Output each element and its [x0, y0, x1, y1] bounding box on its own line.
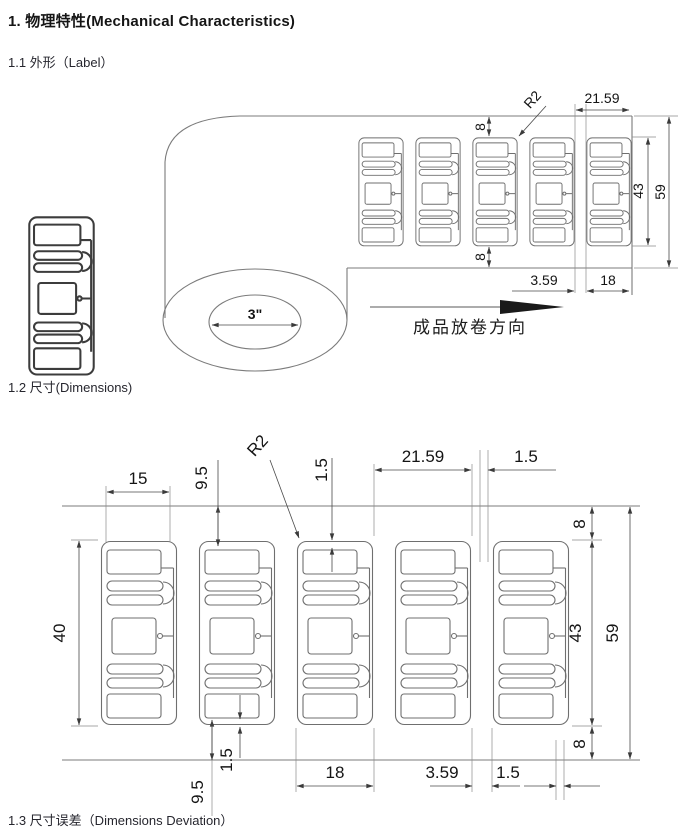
roll-label-5 — [586, 137, 632, 247]
core-diameter-dim: 3" — [211, 306, 299, 328]
dim-corner-radius-2: R2 — [243, 431, 272, 460]
single-inlay-icon — [28, 216, 95, 376]
core-diameter-text: 3" — [248, 306, 262, 322]
roll-dimensions: 8 8 R2 21.59 43 59 3.59 18 — [472, 87, 678, 294]
dim-pitch: 21.59 — [584, 90, 619, 106]
dim-antenna-margin-top: 1.5 — [312, 458, 331, 482]
dim-edge-to-antenna-top: 9.5 — [192, 466, 211, 490]
dim-top-margin-2: 8 — [570, 519, 589, 528]
dim-label-width: 18 — [600, 272, 616, 288]
page-title: 1. 物理特性(Mechanical Characteristics) — [8, 13, 296, 30]
dim-edge-to-antenna-bottom: 9.5 — [188, 780, 207, 804]
dim-label-height-2: 43 — [566, 624, 585, 643]
roll-label-2 — [415, 137, 461, 247]
dim-pitch-2: 21.59 — [402, 447, 445, 466]
unwind-arrow-icon — [500, 300, 564, 314]
label-roll-figure: 3" 8 8 R2 21.59 43 59 — [28, 87, 678, 376]
dim-label-width-2: 18 — [326, 763, 345, 782]
unwind-direction: 成品放卷方向 — [370, 300, 564, 337]
label-roll-drawing — [162, 115, 633, 372]
dim-label-4 — [394, 540, 472, 726]
dim-bottom-margin: 8 — [472, 253, 488, 261]
section-1-1-label: 1.1 外形（Label） — [8, 55, 114, 70]
section-1-2-dimensions: 1.2 尺寸(Dimensions) — [8, 380, 133, 395]
dim-side-margin-bottom: 1.5 — [496, 763, 520, 782]
dim-antenna-margin-bottom: 1.5 — [217, 748, 236, 772]
label-row — [100, 540, 570, 726]
unwind-direction-label: 成品放卷方向 — [413, 318, 527, 337]
section-1-3-deviation: 1.3 尺寸误差（Dimensions Deviation） — [8, 813, 234, 828]
dim-web-width-2: 59 — [603, 624, 622, 643]
dim-label-2 — [198, 540, 276, 726]
dim-antenna-height: 40 — [50, 624, 69, 643]
dim-label-3 — [296, 540, 374, 726]
roll-label-1 — [358, 137, 404, 247]
dim-label-height: 43 — [630, 183, 646, 199]
dim-gap-2: 3.59 — [425, 763, 458, 782]
dim-web-width: 59 — [652, 184, 668, 200]
dim-corner-radius: R2 — [520, 87, 544, 111]
dim-label-5 — [492, 540, 570, 726]
dim-top-margin: 8 — [472, 123, 488, 131]
dim-side-margin-top: 1.5 — [514, 447, 538, 466]
roll-label-4 — [529, 137, 575, 247]
dim-bottom-margin-2: 8 — [570, 739, 589, 748]
dimensions-figure: 40 15 9.5 R2 1.5 21.59 — [50, 431, 640, 816]
dim-gap: 3.59 — [530, 272, 557, 288]
dim-antenna-width: 15 — [129, 469, 148, 488]
roll-label-3 — [472, 137, 518, 247]
dimension-annotations: 40 15 9.5 R2 1.5 21.59 — [50, 431, 633, 816]
dim-label-1 — [100, 540, 178, 726]
web-edges — [62, 505, 640, 761]
